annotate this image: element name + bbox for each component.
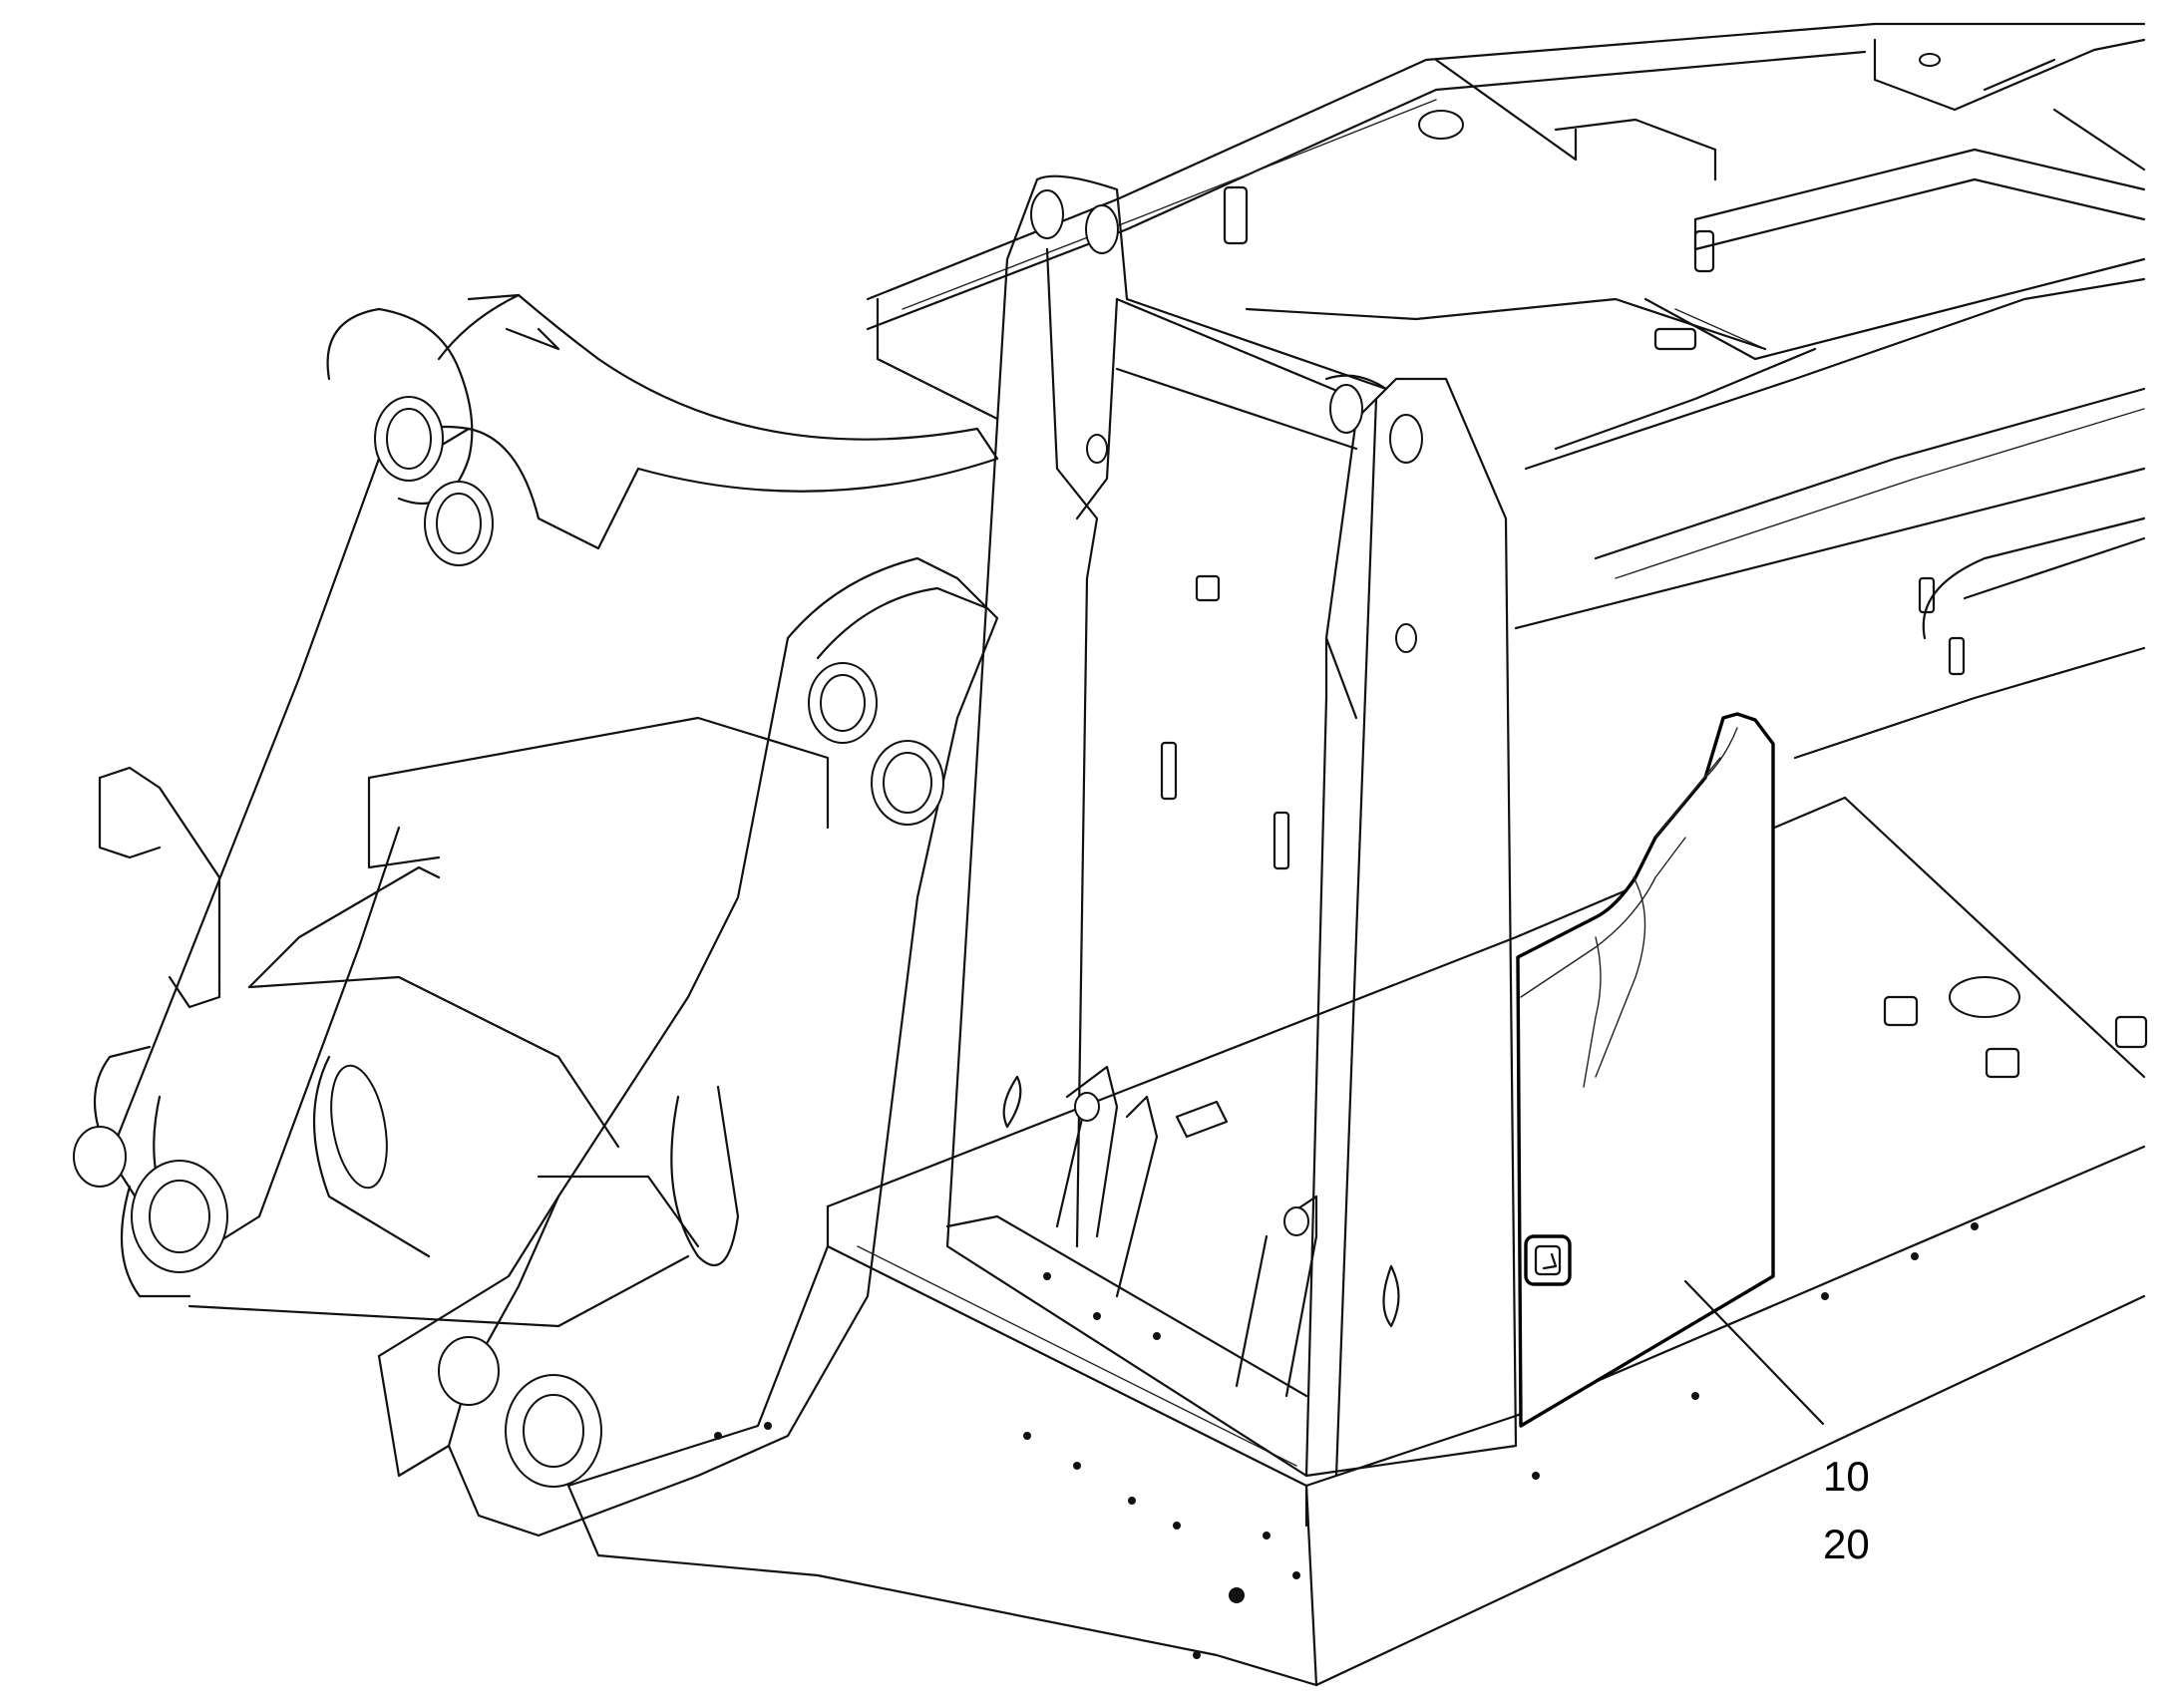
tower-column <box>945 174 1518 1478</box>
left-loader-arm <box>73 293 999 1268</box>
base-plate <box>566 796 2146 1687</box>
right-loader-arm <box>120 556 999 1537</box>
callout-number-20: 20 <box>1823 1521 1870 1567</box>
panel-latch-icon <box>1524 1234 1572 1286</box>
rear-frame <box>866 22 2148 1079</box>
callout-number-10: 10 <box>1823 1453 1870 1500</box>
side-cover-panel <box>1516 712 1775 1428</box>
callout-leader-line <box>1683 1279 1825 1426</box>
front-cross-member <box>98 716 830 1328</box>
